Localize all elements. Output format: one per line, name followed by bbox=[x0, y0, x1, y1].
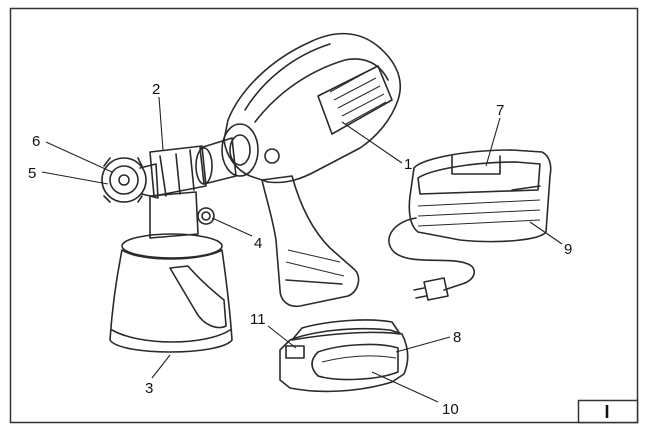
callout-6: 6 bbox=[32, 133, 40, 150]
figure-label: I bbox=[604, 402, 609, 422]
callout-5: 5 bbox=[28, 165, 36, 182]
callout-11: 11 bbox=[250, 311, 266, 328]
battery-drawing bbox=[279, 319, 409, 393]
leader-lines bbox=[41, 96, 563, 403]
callout-9: 9 bbox=[564, 241, 572, 258]
diagram-frame bbox=[9, 7, 639, 424]
callout-1: 1 bbox=[404, 156, 412, 173]
callout-3: 3 bbox=[145, 380, 153, 397]
callout-7: 7 bbox=[496, 102, 504, 119]
callout-10: 10 bbox=[442, 401, 459, 418]
spray-gun-drawing bbox=[101, 32, 402, 353]
callout-2: 2 bbox=[152, 81, 160, 98]
figure-label-box bbox=[577, 399, 639, 424]
callout-4: 4 bbox=[254, 235, 262, 252]
charger-drawing bbox=[388, 149, 552, 301]
callout-8: 8 bbox=[453, 329, 461, 346]
